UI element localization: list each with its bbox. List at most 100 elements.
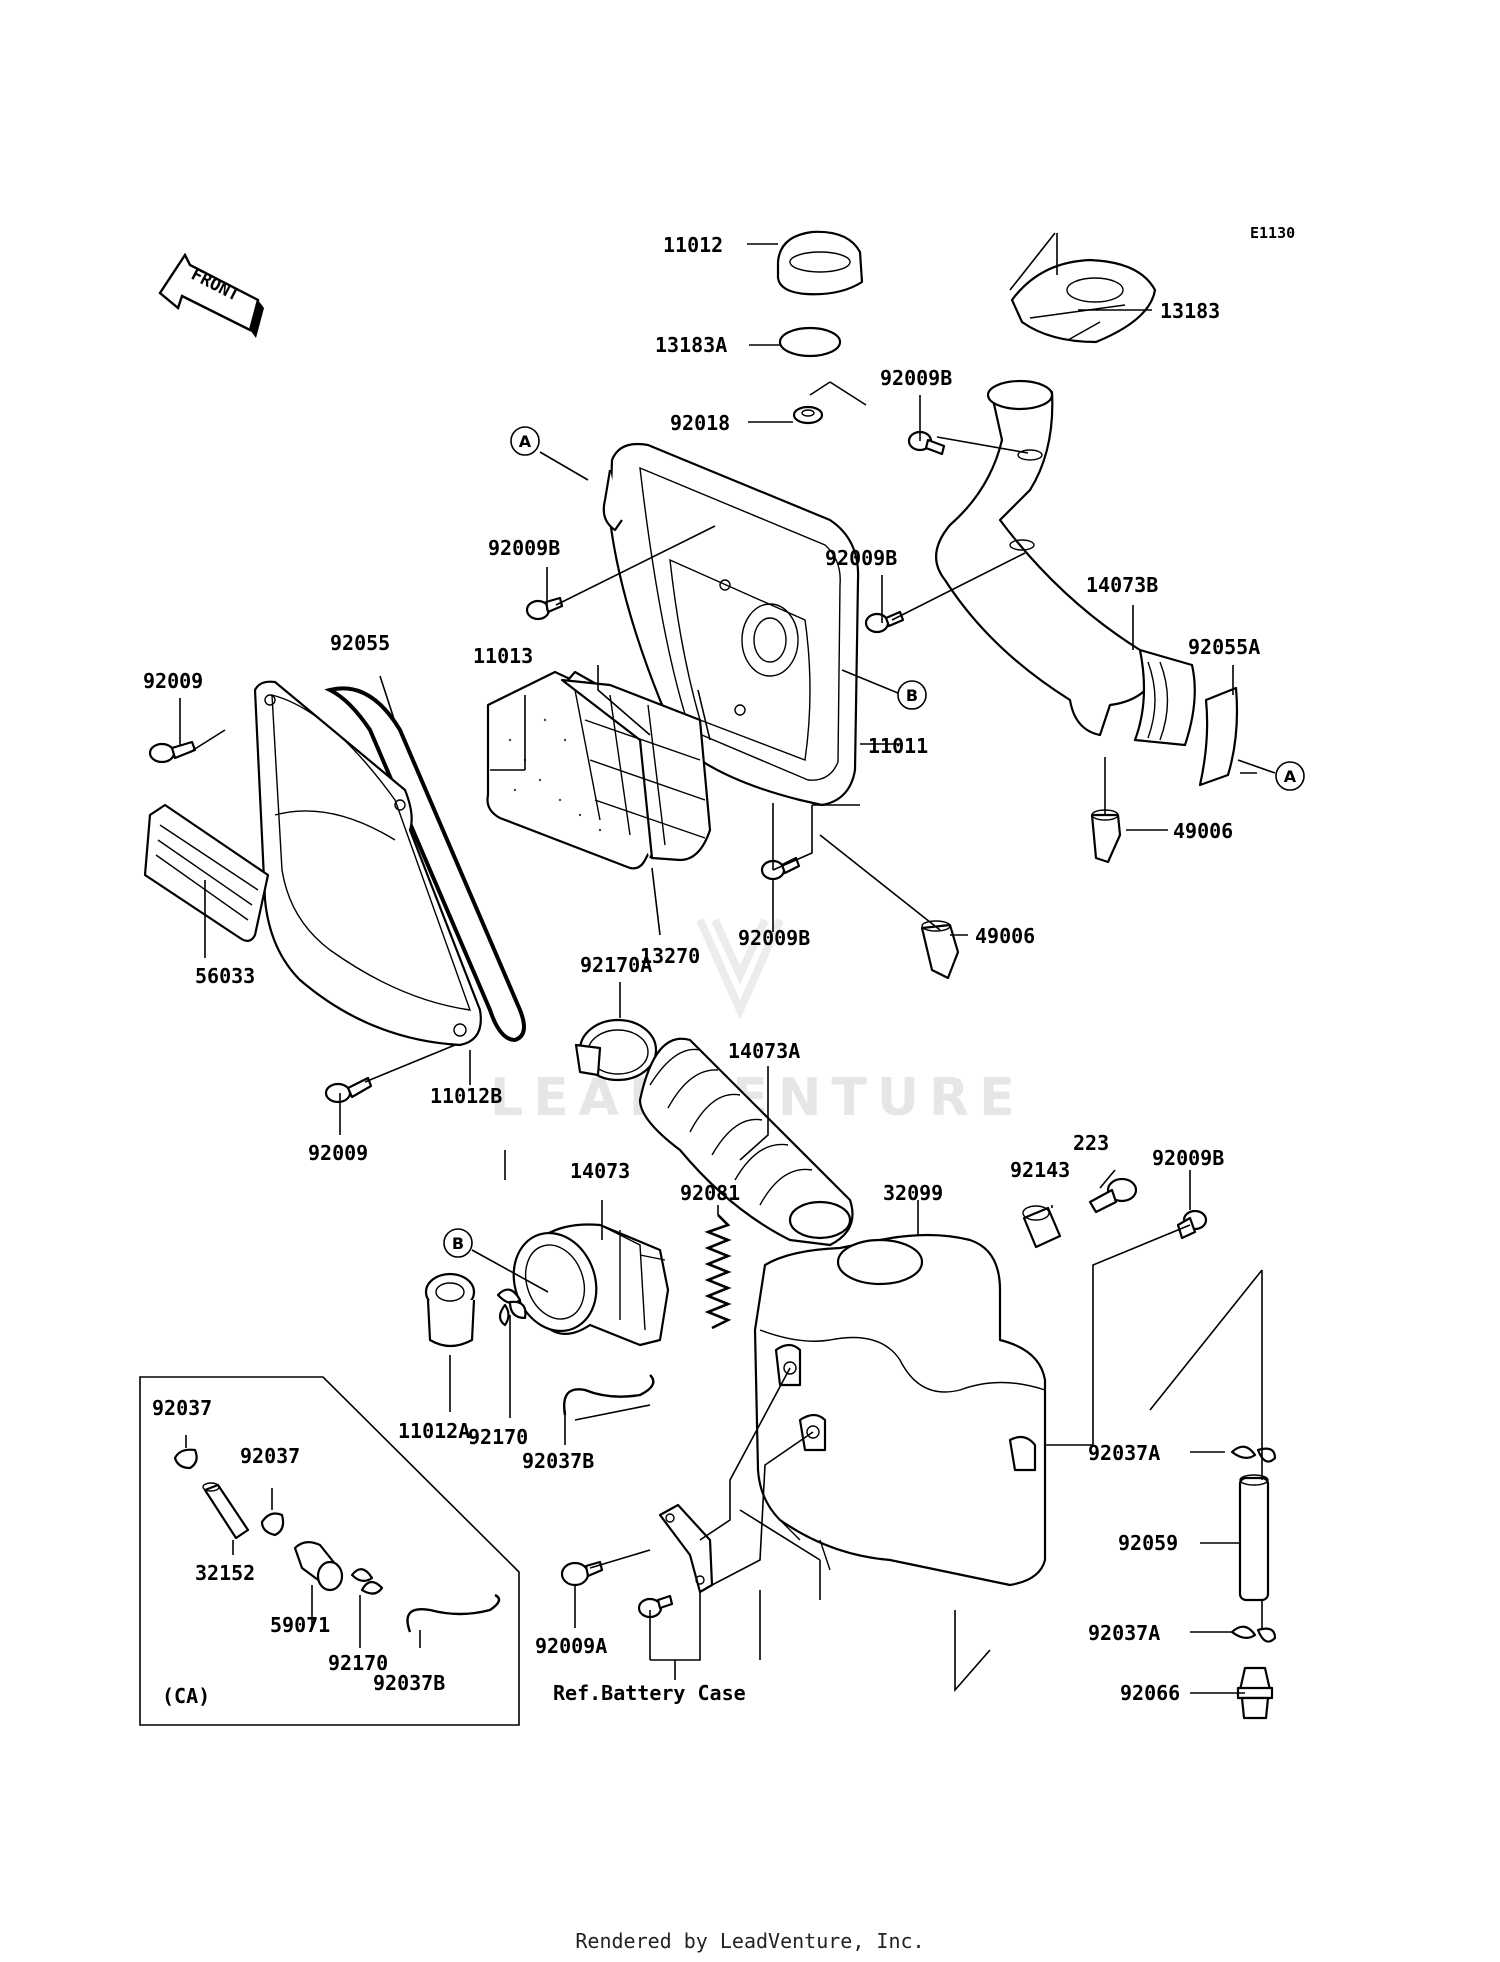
label-92009-top: 92009 xyxy=(143,669,203,693)
svg-text:B: B xyxy=(906,686,918,705)
svg-text:A: A xyxy=(1284,767,1297,786)
case-32099 xyxy=(753,1233,1047,1587)
label-223: 223 xyxy=(1073,1131,1109,1155)
bolt-92009-top xyxy=(148,740,197,764)
svg-text:A: A xyxy=(519,432,532,451)
label-92037b: 92037B xyxy=(522,1449,594,1473)
label-14073a: 14073A xyxy=(728,1039,800,1063)
bolt-92009b-a xyxy=(525,596,564,621)
label-92009b-low: 92009B xyxy=(738,926,810,950)
label-56033: 56033 xyxy=(195,964,255,988)
clip-92037a-bottom xyxy=(1230,1625,1277,1643)
clip-92037a-top xyxy=(1230,1445,1277,1463)
washer-92018 xyxy=(792,405,824,425)
label-92037-inset-b: 92037 xyxy=(240,1444,300,1468)
label-92009b-top: 92009B xyxy=(880,366,952,390)
front-arrow-icon: FRONT xyxy=(158,252,264,338)
bolt-92009b-e xyxy=(1176,1209,1208,1240)
label-92009b-right: 92009B xyxy=(1152,1146,1224,1170)
leader-lines xyxy=(179,232,1263,1694)
gasket-92055a xyxy=(1198,686,1239,787)
tube-14073a xyxy=(638,1037,854,1247)
label-49006-center: 49006 xyxy=(975,924,1035,948)
drain-49006-right xyxy=(1090,809,1122,864)
label-59071: 59071 xyxy=(270,1613,330,1637)
bolt-92009b-c xyxy=(864,610,905,634)
label-11013: 11013 xyxy=(473,644,533,668)
disc-13183a xyxy=(778,326,842,358)
callout-a-right: A xyxy=(1237,759,1305,791)
label-92018: 92018 xyxy=(670,411,730,435)
filter-frame-13270 xyxy=(560,678,712,862)
bolt-92009-bottom xyxy=(324,1076,373,1104)
label-11012b: 11012B xyxy=(430,1084,502,1108)
label-13183: 13183 xyxy=(1160,299,1220,323)
label-92037-inset-a: 92037 xyxy=(152,1396,212,1420)
label-11012: 11012 xyxy=(663,233,723,257)
label-14073: 14073 xyxy=(570,1159,630,1183)
label-92009b-left: 92009B xyxy=(488,536,560,560)
label-92170-inset: 92170 xyxy=(328,1651,388,1675)
clip-92170 xyxy=(496,1288,527,1327)
label-13270: 13270 xyxy=(640,944,700,968)
label-92055a: 92055A xyxy=(1188,635,1260,659)
label-92055: 92055 xyxy=(330,631,390,655)
callout-b-top: B xyxy=(841,669,927,710)
clip-92037-b xyxy=(260,1512,285,1537)
plate-13183 xyxy=(1010,258,1157,344)
label-14073b: 14073B xyxy=(1086,573,1158,597)
collar-92143 xyxy=(1022,1205,1062,1249)
cover-11012b xyxy=(253,680,482,1047)
bolt-ref-battery xyxy=(637,1594,674,1619)
label-13183a: 13183A xyxy=(655,333,727,357)
label-11012a: 11012A xyxy=(398,1419,470,1443)
label-92066: 92066 xyxy=(1120,1681,1180,1705)
label-49006-right: 49006 xyxy=(1173,819,1233,843)
fitting-32152 xyxy=(202,1482,250,1540)
label-32152: 32152 xyxy=(195,1561,255,1585)
duct-14073b xyxy=(935,379,1196,747)
clip-92037-a xyxy=(173,1448,198,1470)
spring-92081 xyxy=(704,1214,732,1330)
callout-a-top: A xyxy=(510,426,589,481)
grommet-11012a xyxy=(424,1272,476,1348)
label-92037a-bottom: 92037A xyxy=(1088,1621,1160,1645)
label-92143: 92143 xyxy=(1010,1158,1070,1182)
label-92037a-top: 92037A xyxy=(1088,1441,1160,1465)
bolt-92009b-d xyxy=(760,856,801,881)
clip-92170-inset xyxy=(350,1568,384,1595)
label-92009-bottom: 92009 xyxy=(308,1141,368,1165)
intake-elbow-14073 xyxy=(512,1223,670,1347)
bolt-92009b-b xyxy=(907,430,946,456)
hose-92037b xyxy=(563,1374,655,1416)
inset-label: (CA) xyxy=(162,1684,210,1708)
label-92009a: 92009A xyxy=(535,1634,607,1658)
label-11011: 11011 xyxy=(868,734,928,758)
label-92081: 92081 xyxy=(680,1181,740,1205)
part-labels: 11012 13183A 92018 13183 92009B 92009B 9… xyxy=(143,233,1260,1708)
seal-92055 xyxy=(324,686,526,1043)
label-92059: 92059 xyxy=(1118,1531,1178,1555)
bracket xyxy=(658,1503,714,1594)
battery-case-note: Ref.Battery Case xyxy=(553,1681,746,1705)
inset-frame xyxy=(139,1376,520,1726)
plug-92066 xyxy=(1236,1666,1274,1720)
footer-credit: Rendered by LeadVenture, Inc. xyxy=(575,1929,924,1953)
valve-59071 xyxy=(293,1541,344,1592)
drain-49006-center xyxy=(920,920,960,980)
label-92170: 92170 xyxy=(468,1425,528,1449)
hose-92059 xyxy=(1238,1474,1270,1602)
clamp-92170a xyxy=(574,1018,658,1082)
hose-92037b-inset xyxy=(406,1593,501,1633)
label-32099: 32099 xyxy=(883,1181,943,1205)
label-92170a: 92170A xyxy=(580,953,652,977)
cap-11012 xyxy=(776,230,864,296)
label-56033 xyxy=(143,803,270,942)
label-92037b-inset: 92037B xyxy=(373,1671,445,1695)
diagram-code: E1130 xyxy=(1250,224,1295,242)
label-92009b-mid: 92009B xyxy=(825,546,897,570)
callout-b-low: B xyxy=(443,1228,549,1293)
svg-text:B: B xyxy=(452,1234,464,1253)
bolt-223 xyxy=(1088,1177,1138,1214)
